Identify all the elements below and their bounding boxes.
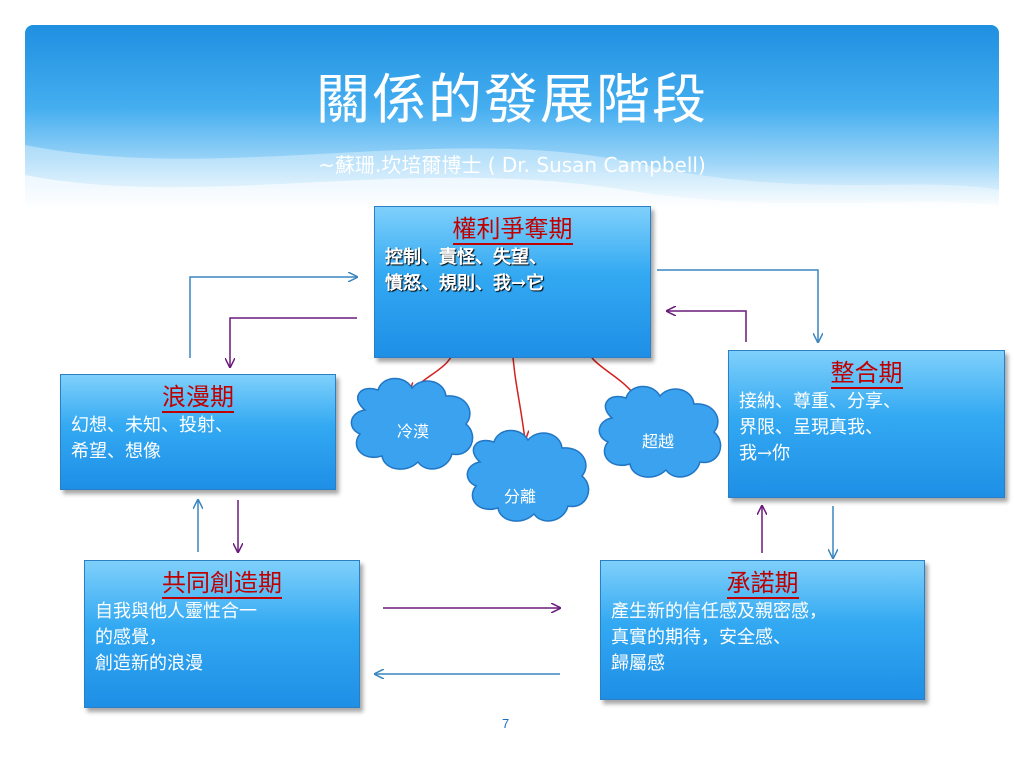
cloud-separation (466, 429, 590, 522)
cloud-transcendence (598, 385, 722, 478)
stage-romance: 浪漫期 幻想、未知、投射、 希望、想像 (60, 374, 336, 490)
arrow-romance-to-power (189, 277, 357, 358)
slide-subtitle: ~蘇珊.坎培爾博士 ( Dr. Susan Campbell) (318, 153, 706, 177)
stage-romance-name: 浪漫期 (162, 383, 234, 413)
stage-integration: 整合期 接納、尊重、分享、 界限、呈現真我、 我→你 (728, 350, 1005, 498)
arrow-integration-to-power (667, 311, 747, 342)
page-number: 7 (502, 716, 510, 731)
stage-co-creation-desc: 自我與他人靈性合一 的感覺， 創造新的浪漫 (95, 601, 257, 674)
outcome-transcendence: 超越 (641, 432, 674, 451)
arrow-power-to-romance (230, 317, 357, 367)
stage-commitment-name: 承諾期 (726, 569, 799, 599)
outcome-indifference: 冷漠 (396, 422, 429, 441)
cloud-indifference (350, 377, 474, 470)
stage-commitment-desc: 產生新的信任感及親密感， 真實的期待，安全感、 歸屬感 (611, 601, 827, 674)
slide-title: 關係的發展階段 (316, 68, 708, 131)
outcome-separation: 分離 (503, 487, 536, 506)
stage-power-struggle-desc: 控制、責怪、失望、 憤怒、規則、我→它 (385, 247, 547, 294)
stage-power-struggle: 權利爭奪期 控制、責怪、失望、 憤怒、規則、我→它 (374, 206, 651, 358)
stage-co-creation-name: 共同創造期 (162, 569, 282, 599)
stage-romance-desc: 幻想、未知、投射、 希望、想像 (71, 415, 233, 462)
stage-integration-name: 整合期 (830, 359, 903, 389)
stage-integration-desc: 接納、尊重、分享、 界限、呈現真我、 我→你 (739, 391, 901, 464)
arrow-power-to-integration (657, 269, 818, 342)
arrow-power-to-separation (511, 343, 525, 440)
stage-commitment: 承諾期 產生新的信任感及親密感， 真實的期待，安全感、 歸屬感 (600, 560, 925, 700)
title-banner: 關係的發展階段 ~蘇珊.坎培爾博士 ( Dr. Susan Campbell) (25, 25, 999, 210)
wave-decoration (25, 145, 999, 210)
stage-co-creation: 共同創造期 自我與他人靈性合一 的感覺， 創造新的浪漫 (84, 560, 360, 708)
stage-power-struggle-name: 權利爭奪期 (452, 215, 573, 245)
